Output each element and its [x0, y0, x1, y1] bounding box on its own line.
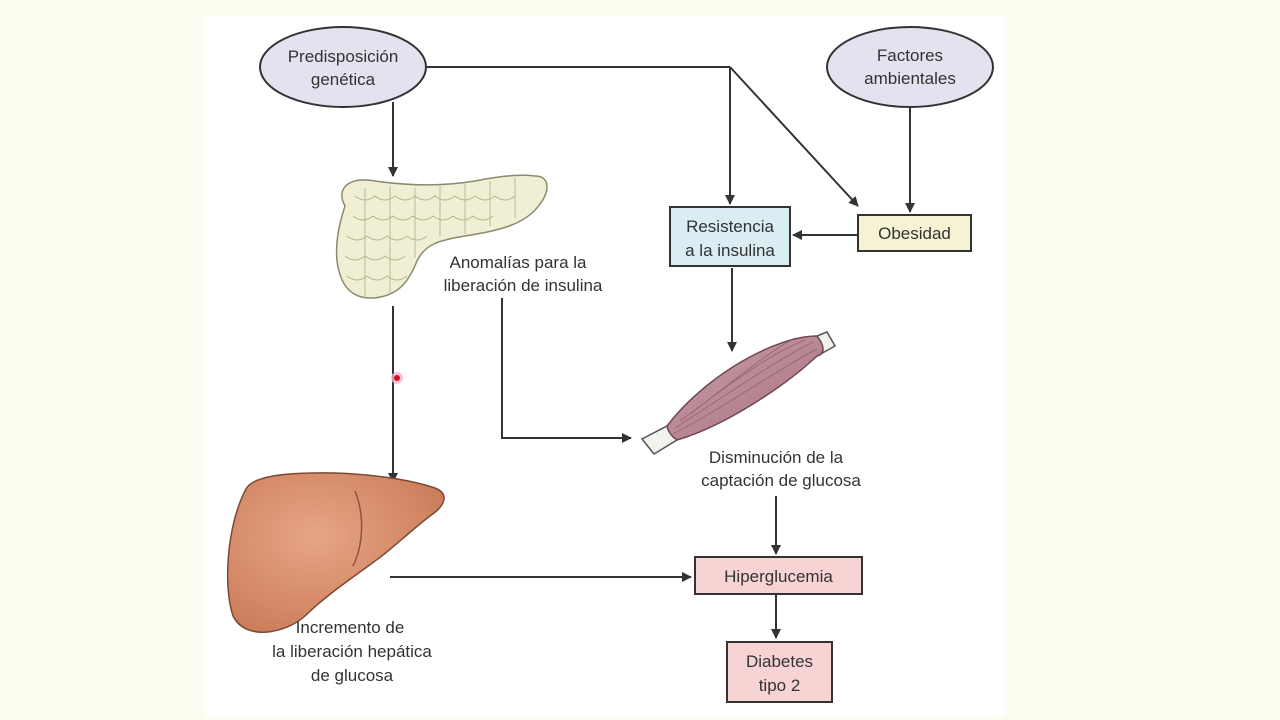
node-insulin-resistance: Resistencia a la insulina — [669, 206, 791, 267]
liver-label-line1: Incremento de — [296, 618, 405, 637]
liver-label: Incremento de la liberación hepática de … — [272, 618, 432, 685]
node-type2-diabetes: Diabetes tipo 2 — [726, 641, 833, 703]
diabetes-pathway-diagram: Predisposición genética Factores ambient… — [226, 26, 994, 703]
environment-line2: ambientales — [864, 69, 956, 88]
connectors — [388, 66, 915, 639]
pancreas-label-line2: liberación de insulina — [444, 276, 603, 295]
muscle-label-line1: Disminución de la — [709, 448, 844, 467]
node-environmental-factors: Factores ambientales — [826, 26, 994, 108]
muscle-label-line2: captación de glucosa — [701, 471, 861, 490]
pancreas-label-line1: Anomalías para la — [449, 253, 587, 272]
muscle-label: Disminución de la captación de glucosa — [701, 448, 861, 490]
muscle-illustration — [640, 331, 837, 455]
diabetes-line1: Diabetes — [746, 652, 813, 671]
pancreas-label: Anomalías para la liberación de insulina — [444, 253, 603, 295]
diabetes-line2: tipo 2 — [759, 676, 801, 695]
environment-line1: Factores — [877, 46, 943, 65]
node-genetic-predisposition: Predisposición genética — [259, 26, 427, 108]
pancreas-illustration — [335, 174, 548, 299]
obesity-label: Obesidad — [878, 224, 951, 243]
node-hyperglycemia: Hiperglucemia — [694, 556, 863, 595]
genetic-line2: genética — [311, 70, 376, 89]
node-obesity: Obesidad — [857, 214, 972, 252]
resistance-line2: a la insulina — [685, 241, 775, 260]
arrow-insulin-to-muscle — [501, 298, 632, 443]
arrow-genetic-to-obesity — [729, 66, 859, 207]
liver-illustration — [226, 472, 445, 633]
genetic-line1: Predisposición — [288, 47, 399, 66]
liver-label-line2: la liberación hepática — [272, 642, 432, 661]
diagram-canvas: Predisposición genética Factores ambient… — [205, 16, 1005, 716]
hyperglycemia-label: Hiperglucemia — [724, 567, 833, 586]
resistance-line1: Resistencia — [686, 217, 774, 236]
cursor-dot — [391, 372, 403, 384]
liver-label-line3: de glucosa — [311, 666, 394, 685]
